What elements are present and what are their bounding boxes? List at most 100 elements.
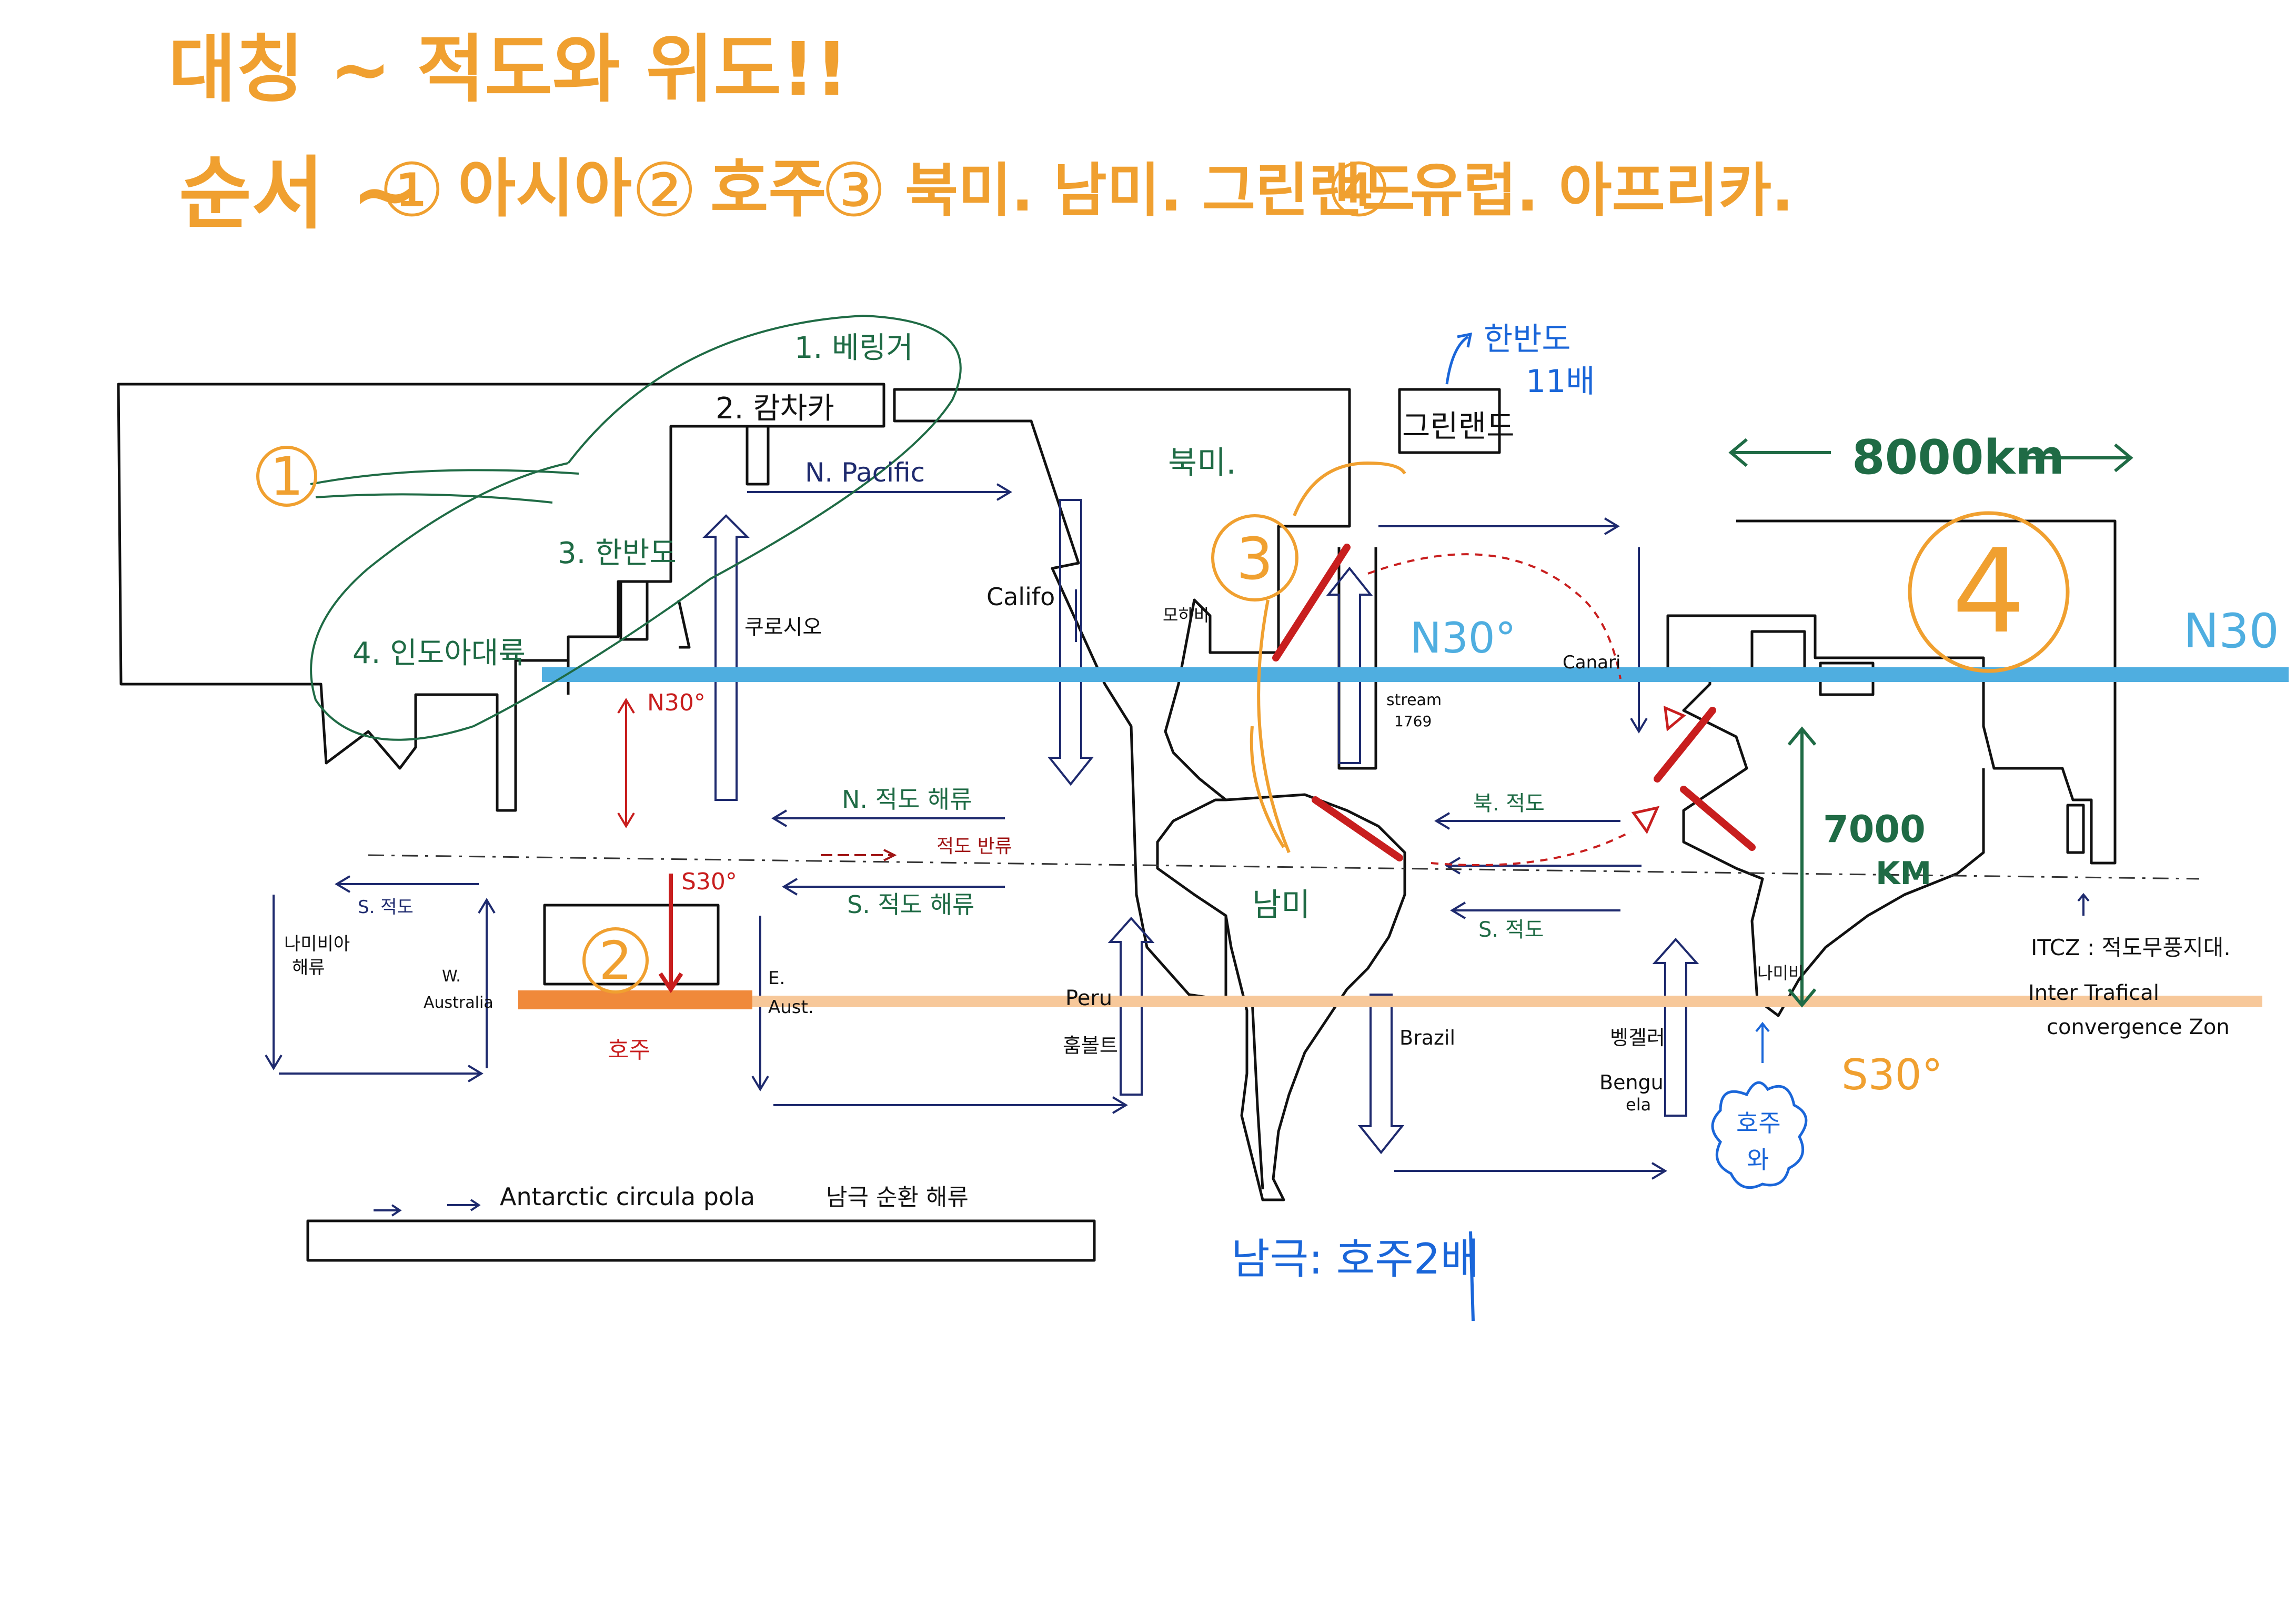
e-australia-label-2: Aust. bbox=[768, 997, 814, 1018]
itcz-pointer-head bbox=[2077, 893, 2090, 902]
greenland-note-2: 11배 bbox=[1526, 363, 1595, 400]
gulf-stream-arrow bbox=[1326, 566, 1373, 764]
n-equatorial-atl-head bbox=[1434, 812, 1451, 830]
s30-right-label: S30° bbox=[1841, 1050, 1943, 1099]
s-equatorial-west-head bbox=[335, 875, 351, 893]
height-label-1: 7000 bbox=[1823, 808, 1926, 851]
order-1-text: 아시아 bbox=[458, 153, 632, 226]
califo-label: Califo bbox=[986, 583, 1055, 611]
antarctica-note-stroke bbox=[1469, 1231, 1475, 1321]
s-equatorial-label: S. 적도 해류 bbox=[847, 890, 974, 919]
width-arrow-right-head bbox=[2114, 443, 2133, 473]
symmetry-marks bbox=[1272, 544, 1756, 861]
antarctica-outline bbox=[306, 1219, 1096, 1262]
europe-africa-outline bbox=[1666, 519, 2117, 1017]
equatorial-counter-current bbox=[821, 849, 897, 861]
e-australia-down-head bbox=[751, 1075, 769, 1091]
s-equatorial-arrowhead bbox=[782, 878, 798, 896]
americas-order-circle bbox=[1211, 514, 1298, 602]
australia-label: 호주 bbox=[608, 1037, 650, 1064]
kamchatka-label: 2. 캄차카 bbox=[716, 392, 834, 426]
europe-order-circle bbox=[1908, 511, 2070, 673]
n30-right-label: N30 bbox=[2183, 604, 2279, 659]
europe-inner-box bbox=[1750, 630, 1806, 670]
mojave-label: 모하비 bbox=[1163, 605, 1209, 625]
header: 대칭 ~ 적도와 위도!! 순서 ~ ① 아시아 ② 호주 ③ 북미. 남미. … bbox=[168, 27, 1794, 240]
bering-label: 1. 베링거 bbox=[794, 331, 913, 365]
americas-order-num: 3 bbox=[1236, 525, 1273, 593]
pacific-labels: N. Pacific 쿠로시오 Califo 모하비 N30° S30° N. … bbox=[284, 457, 1209, 1057]
width-label: 8000km bbox=[1852, 430, 2065, 485]
equator-dashed-line bbox=[368, 854, 2200, 880]
width-arrow-left-head bbox=[1728, 438, 1748, 467]
kamchatka-outline bbox=[746, 425, 770, 486]
cloud-line1: 호주 bbox=[1736, 1109, 1781, 1137]
header-line2-prefix: 순서 ~ bbox=[179, 148, 418, 240]
antarctic-arrow-1-head bbox=[391, 1204, 402, 1217]
benguela-label-2: ela bbox=[1626, 1095, 1651, 1115]
california-arrow bbox=[1047, 499, 1094, 786]
australia-order-circle bbox=[582, 927, 649, 994]
asia-order-num: 1 bbox=[270, 446, 304, 507]
korea-label: 3. 한반도 bbox=[558, 536, 677, 570]
kuroshio-arrow bbox=[702, 514, 750, 801]
s-equatorial-west-label: S. 적도 bbox=[358, 897, 414, 918]
brazil-label: Brazil bbox=[1399, 1026, 1455, 1049]
europe-inner-box-2 bbox=[1819, 661, 1875, 696]
header-line1: 대칭 ~ 적도와 위도!! bbox=[168, 27, 849, 113]
continents bbox=[117, 383, 2117, 1262]
humboldt-arrow bbox=[1107, 916, 1155, 1096]
australia-cloud bbox=[1711, 1081, 1808, 1189]
asia-notes: 1. 베링거 2. 캄차카 3. 한반도 4. 인도아대륙 bbox=[353, 331, 913, 670]
peru-label: Peru bbox=[1065, 986, 1112, 1010]
benguela-kr-label: 벵겔러 bbox=[1610, 1026, 1665, 1049]
na-east-coast-mark bbox=[1272, 544, 1351, 661]
west-indian-down-head bbox=[265, 1054, 283, 1070]
north-america-label: 북미. bbox=[1168, 445, 1236, 482]
counter-current-label: 적도 반류 bbox=[936, 836, 1012, 857]
australia-outline bbox=[543, 904, 720, 986]
south-pacific-bottom-head bbox=[1112, 1096, 1128, 1114]
antarctic-arrow-2-head bbox=[470, 1199, 481, 1211]
australia-order-num: 2 bbox=[599, 930, 632, 991]
europe-africa-annotations: 8000km 4 7000 KM 나미비 N30 S30° 호주 와 ITCZ … bbox=[1711, 430, 2279, 1189]
order-4-text: 유럽. 아프리카. bbox=[1410, 157, 1794, 224]
europe-order-num: 4 bbox=[1952, 524, 2026, 659]
n30-latitude-line bbox=[542, 667, 2289, 682]
order-3-num: ③ bbox=[821, 148, 887, 234]
order-2-num: ② bbox=[631, 148, 698, 234]
w-australia-up-head bbox=[478, 898, 496, 914]
n30-big-label: N30° bbox=[1410, 614, 1516, 663]
n-equatorial-atl-label: 북. 적도 bbox=[1473, 791, 1545, 816]
asia-lasso bbox=[310, 314, 962, 741]
greenland-note-1: 한반도 bbox=[1484, 321, 1571, 358]
n-pacific-arrowhead bbox=[996, 483, 1012, 501]
stream-label-2: 1769 bbox=[1394, 713, 1432, 730]
kuroshio-label: 쿠로시오 bbox=[744, 615, 822, 639]
symmetry-arrowheads bbox=[1631, 705, 1686, 835]
west-indian-bottom-head bbox=[467, 1065, 484, 1082]
asia-order-circle bbox=[256, 446, 317, 507]
s30-small-label: S30° bbox=[681, 868, 737, 895]
s30-latitude-line-light bbox=[747, 996, 2262, 1007]
antarctica-note: 남극: 호주2배 bbox=[1231, 1235, 1479, 1284]
africa-w-mark bbox=[1680, 786, 1756, 851]
n-equatorial-label: N. 적도 해류 bbox=[842, 785, 972, 814]
n-equatorial-arrowhead bbox=[771, 809, 788, 827]
eurasia-outline bbox=[117, 383, 885, 812]
pacific-latitude-arrows bbox=[617, 698, 683, 994]
greenland-label: 그린랜드 bbox=[1402, 408, 1514, 444]
atlantic-ridge bbox=[1337, 547, 1377, 770]
order-1-num: ① bbox=[379, 148, 445, 234]
greenland-note-arrowhead bbox=[1457, 332, 1473, 348]
korea-peninsula-outline bbox=[619, 580, 649, 641]
itcz-line2: Inter Trafical bbox=[2028, 981, 2159, 1005]
s-equatorial-atl-head bbox=[1445, 857, 1461, 875]
americas-labels: 북미. 남미 그린랜드 한반도 11배 N30° stream 1769 Can… bbox=[1168, 321, 1665, 1284]
w-australia-label-2: Australia bbox=[424, 994, 494, 1012]
order-4-num: ④ bbox=[1326, 148, 1392, 234]
brazil-arrow bbox=[1357, 994, 1405, 1155]
greenland-note-arrow bbox=[1445, 335, 1469, 385]
itcz-title: ITCZ : 적도무풍지대. bbox=[2031, 935, 2231, 960]
